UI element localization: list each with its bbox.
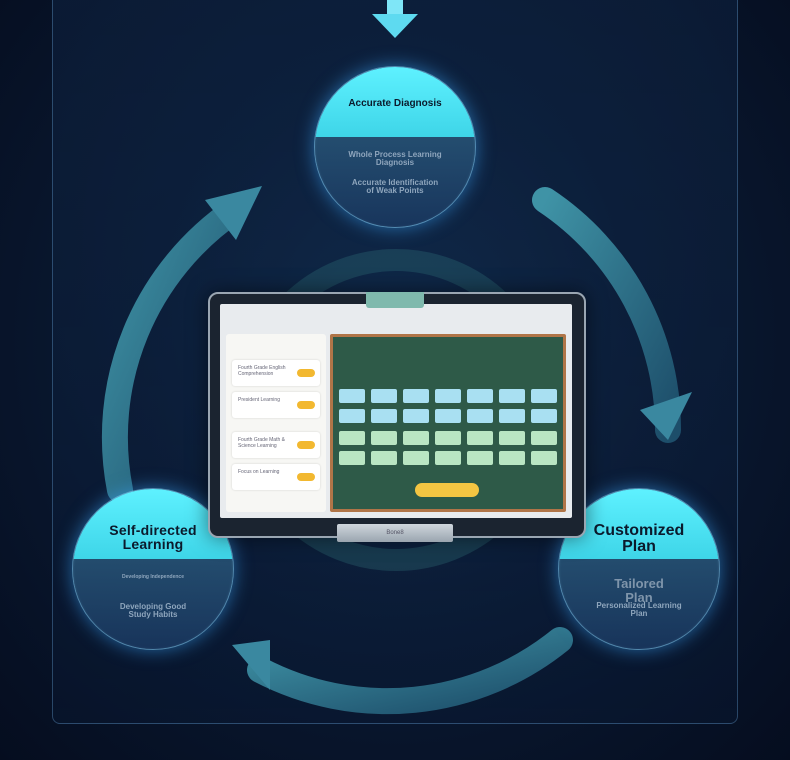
sidebar-card[interactable]: Fourth Grade Math & Science Learning xyxy=(232,432,320,458)
node-title: Customized Plan xyxy=(593,522,685,555)
schedule-cell[interactable] xyxy=(531,431,557,445)
schedule-cell[interactable] xyxy=(531,409,557,423)
node-subtitle-2: Personalized Learning Plan xyxy=(596,601,682,619)
schedule-cell[interactable] xyxy=(435,409,461,423)
bubble-cap xyxy=(73,489,233,560)
schedule-cell[interactable] xyxy=(403,431,429,445)
schedule-cell[interactable] xyxy=(435,451,461,465)
tablet-device: Fourth Grade English Comprehension Presi… xyxy=(208,292,586,538)
schedule-cell[interactable] xyxy=(531,389,557,403)
sidebar-card[interactable]: Fourth Grade English Comprehension xyxy=(232,360,320,386)
sidebar-card[interactable]: Focus on Learning xyxy=(232,464,320,490)
sidebar-card-label: Fourth Grade Math & Science Learning xyxy=(238,437,285,449)
arrow-down-icon xyxy=(372,0,418,38)
arc-right xyxy=(532,187,682,443)
schedule-cell[interactable] xyxy=(403,389,429,403)
arc-left xyxy=(101,197,248,503)
tablet-stand: Bone8 xyxy=(337,524,453,542)
node-title: Self-directed Learning xyxy=(109,522,197,552)
schedule-cell[interactable] xyxy=(339,431,365,445)
node-title: Accurate Diagnosis xyxy=(348,98,442,109)
node-customized-plan: Customized Plan Tailored Plan Personaliz… xyxy=(558,488,720,650)
schedule-cell[interactable] xyxy=(467,409,493,423)
schedule-cell[interactable] xyxy=(371,389,397,403)
schedule-cell[interactable] xyxy=(339,409,365,423)
node-subtitle-1: Developing Independence xyxy=(122,574,184,580)
schedule-cell[interactable] xyxy=(371,451,397,465)
bubble-cap xyxy=(315,67,475,138)
schedule-cell[interactable] xyxy=(339,389,365,403)
schedule-cell[interactable] xyxy=(403,409,429,423)
confirm-button[interactable] xyxy=(415,483,479,497)
node-subtitle-1: Whole Process Learning Diagnosis xyxy=(348,150,442,168)
sidebar-card-label: Focus on Learning xyxy=(238,469,280,475)
sidebar-card[interactable]: President Learning xyxy=(232,392,320,418)
start-button[interactable] xyxy=(297,473,315,481)
node-subtitle-2: Accurate Identification of Weak Points xyxy=(351,178,439,196)
schedule-cell[interactable] xyxy=(499,389,525,403)
schedule-cell[interactable] xyxy=(435,389,461,403)
schedule-cell[interactable] xyxy=(467,389,493,403)
arrow-head-right xyxy=(640,392,692,440)
schedule-cell[interactable] xyxy=(467,451,493,465)
sidebar-card-label: Fourth Grade English Comprehension xyxy=(238,365,286,377)
schedule-cell[interactable] xyxy=(499,431,525,445)
schedule-cell[interactable] xyxy=(499,409,525,423)
bubble-base xyxy=(73,559,233,649)
schedule-cell[interactable] xyxy=(339,451,365,465)
schedule-cell[interactable] xyxy=(371,431,397,445)
start-button[interactable] xyxy=(297,369,315,377)
arc-bottom xyxy=(247,627,573,715)
schedule-cell[interactable] xyxy=(435,431,461,445)
schedule-cell[interactable] xyxy=(403,451,429,465)
bubble-base xyxy=(315,137,475,227)
schedule-cell[interactable] xyxy=(531,451,557,465)
schedule-cell[interactable] xyxy=(371,409,397,423)
start-button[interactable] xyxy=(297,401,315,409)
tablet-sidebar: Fourth Grade English Comprehension Presi… xyxy=(226,334,326,512)
node-subtitle-1: Tailored Plan xyxy=(614,576,664,605)
arrow-head-bottom xyxy=(232,640,270,690)
schedule-cell[interactable] xyxy=(499,451,525,465)
node-accurate-diagnosis: Accurate Diagnosis Whole Process Learnin… xyxy=(314,66,476,228)
schedule-cell[interactable] xyxy=(467,431,493,445)
bubble-base xyxy=(559,559,719,649)
tablet-camera-clip xyxy=(366,292,424,308)
node-self-directed-learning: Self-directed Learning Developing Indepe… xyxy=(72,488,234,650)
start-button[interactable] xyxy=(297,441,315,449)
arrow-head-left xyxy=(205,186,262,240)
sidebar-card-label: President Learning xyxy=(238,397,280,403)
node-subtitle-2: Developing Good Study Habits xyxy=(119,602,187,620)
tablet-screen: Fourth Grade English Comprehension Presi… xyxy=(220,304,572,518)
schedule-board xyxy=(330,334,566,512)
